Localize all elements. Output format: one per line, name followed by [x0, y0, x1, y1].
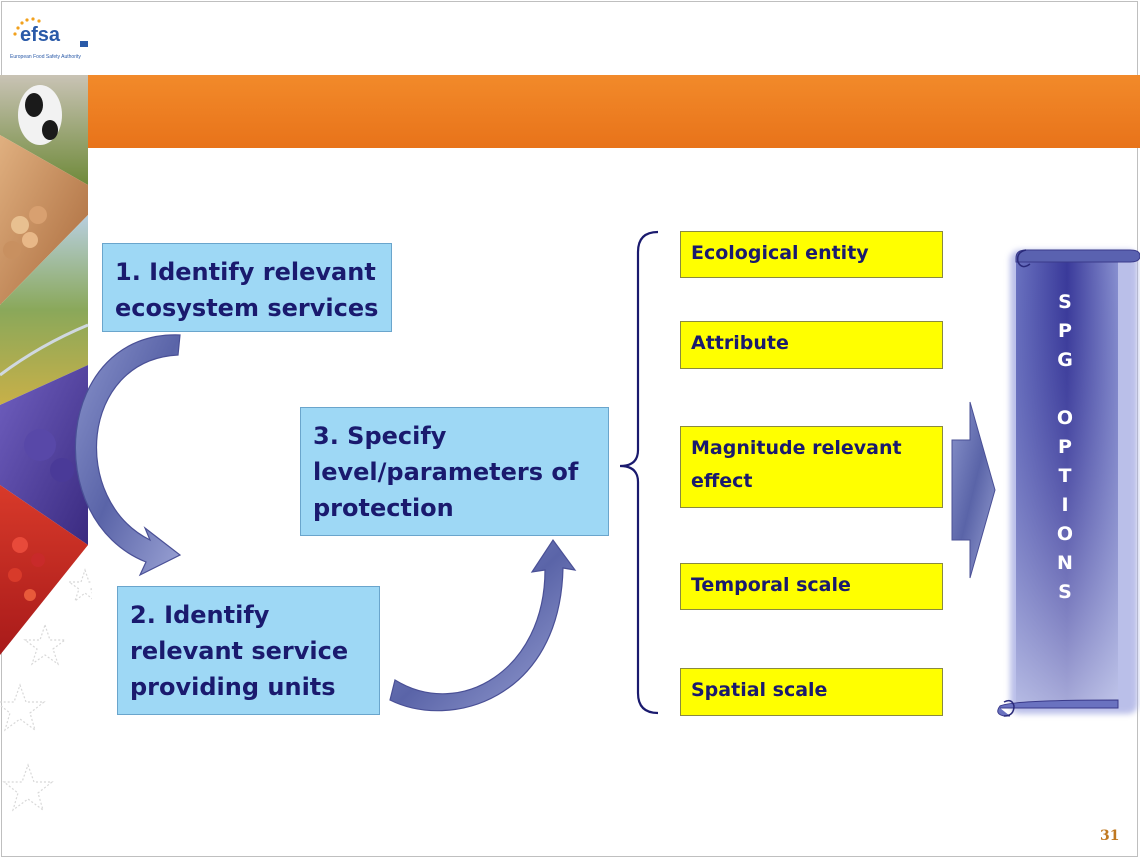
scroll-letter: N: [1057, 552, 1073, 574]
scroll-letter: I: [1061, 494, 1069, 516]
scroll-letter: T: [1058, 465, 1072, 487]
logo-stars-icon: [13, 17, 88, 47]
scroll-letter: P: [1058, 436, 1072, 458]
step-3-label: 3. Specify level/parameters of protectio…: [313, 422, 579, 522]
scroll-letter: O: [1056, 523, 1074, 545]
header-bar: [88, 75, 1140, 148]
step-1-box: 1. Identify relevant ecosystem services: [102, 243, 392, 332]
curved-arrow-2-to-3-icon: [389, 538, 577, 712]
param-temporal-scale: Temporal scale: [680, 563, 943, 610]
param-attribute: Attribute: [680, 321, 943, 369]
scroll-letter: P: [1058, 320, 1072, 342]
scroll-letter: S: [1058, 291, 1072, 313]
scroll-letter: G: [1057, 349, 1073, 371]
curved-arrow-1-to-2-icon: [74, 334, 182, 577]
step-2-box: 2. Identify relevant service providing u…: [117, 586, 380, 715]
param-label: Temporal scale: [691, 574, 851, 596]
step-2-label: 2. Identify relevant service providing u…: [130, 601, 349, 701]
param-ecological-entity: Ecological entity: [680, 231, 943, 278]
efsa-logo: [10, 14, 90, 66]
param-label: Magnitude relevant effect: [691, 437, 902, 492]
curly-brace: [619, 230, 659, 715]
scroll-letter: O: [1056, 407, 1074, 429]
page-number: 31: [1100, 828, 1120, 844]
step-1-label: 1. Identify relevant ecosystem services: [115, 258, 379, 322]
spg-options-scroll: [997, 249, 1140, 717]
step-3-box: 3. Specify level/parameters of protectio…: [300, 407, 609, 536]
logo-wordmark: efsa: [20, 24, 61, 46]
param-label: Spatial scale: [691, 679, 828, 701]
param-label: Attribute: [691, 332, 789, 354]
block-arrow-right-icon: [951, 401, 996, 579]
logo-subtitle: European Food Safety Authority: [10, 54, 81, 60]
param-label: Ecological entity: [691, 242, 869, 264]
param-magnitude-relevant-effect: Magnitude relevant effect: [680, 426, 943, 508]
photo-collage-image: [0, 75, 92, 812]
scroll-letter: S: [1058, 581, 1072, 603]
param-spatial-scale: Spatial scale: [680, 668, 943, 716]
